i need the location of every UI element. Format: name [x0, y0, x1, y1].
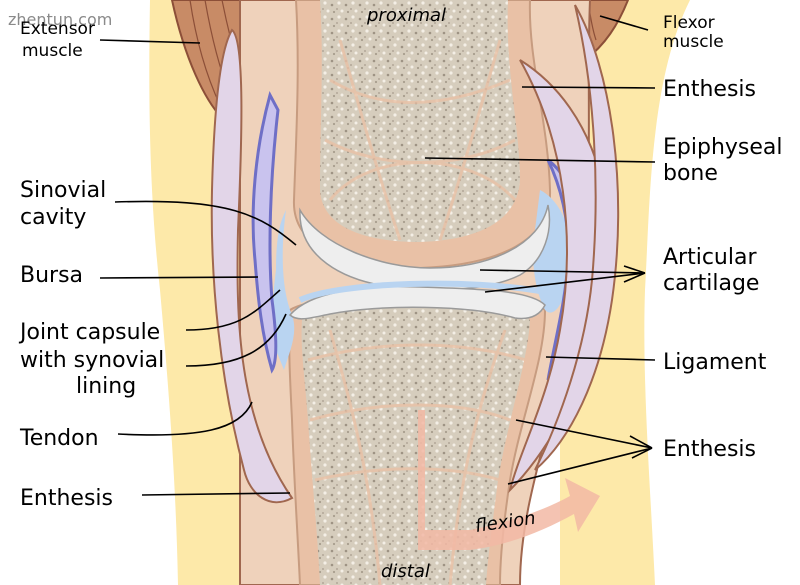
label-articular-line1: Articular [663, 245, 757, 270]
label-bursa: Bursa [20, 263, 83, 288]
label-epiphyseal-line1: Epiphyseal [663, 135, 783, 160]
label-extensor-muscle-line2: muscle [22, 41, 83, 61]
label-enthesis-right: Enthesis [663, 437, 756, 462]
label-joint-capsule-line3: lining [76, 374, 136, 399]
label-tendon: Tendon [19, 426, 99, 451]
label-flexor-muscle-line1: Flexor [663, 13, 715, 33]
label-sinovial-line1: Sinovial [20, 178, 106, 203]
leader-bursa [100, 277, 258, 278]
label-sinovial-line2: cavity [20, 205, 86, 230]
label-ligament: Ligament [663, 350, 767, 375]
leader-enthesis-top [522, 87, 655, 88]
label-distal: distal [381, 561, 430, 582]
label-enthesis-top: Enthesis [663, 77, 756, 102]
proximal-spongy-bone [320, 0, 520, 242]
label-epiphyseal-line2: bone [663, 161, 718, 186]
label-enthesis-left: Enthesis [20, 486, 113, 511]
label-extensor-muscle-line1: Extensor [20, 19, 95, 39]
label-joint-capsule-line2: with synovial [20, 348, 164, 373]
label-flexor-muscle-line2: muscle [663, 32, 724, 52]
label-joint-capsule-line1: Joint capsule [18, 320, 160, 345]
label-proximal: proximal [366, 5, 446, 26]
label-articular-line2: cartilage [663, 271, 759, 296]
